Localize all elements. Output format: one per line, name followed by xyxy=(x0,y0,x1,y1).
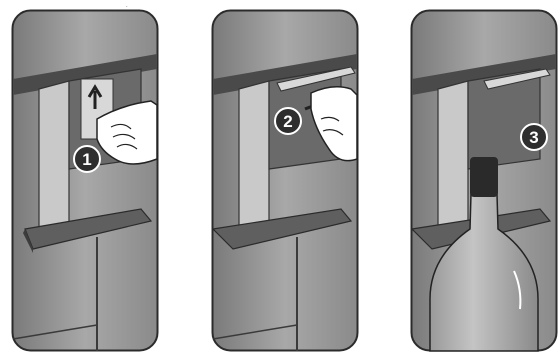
step-number: 2 xyxy=(283,112,292,131)
step-1-panel: 1 xyxy=(11,9,159,352)
step-3-illustration: 3 xyxy=(410,9,558,352)
step-number: 1 xyxy=(82,150,91,169)
step-2-panel: 2 xyxy=(211,9,359,352)
step-2-illustration: 2 xyxy=(211,9,359,352)
dispenser-left-wall xyxy=(438,81,468,239)
dispenser-left-wall xyxy=(39,81,69,239)
step-3-panel: 3 xyxy=(410,9,558,352)
bottle-cap xyxy=(470,157,498,197)
step-1-illustration: 1 xyxy=(11,9,159,352)
step-number: 3 xyxy=(529,128,538,147)
dispenser-left-wall xyxy=(239,81,269,239)
